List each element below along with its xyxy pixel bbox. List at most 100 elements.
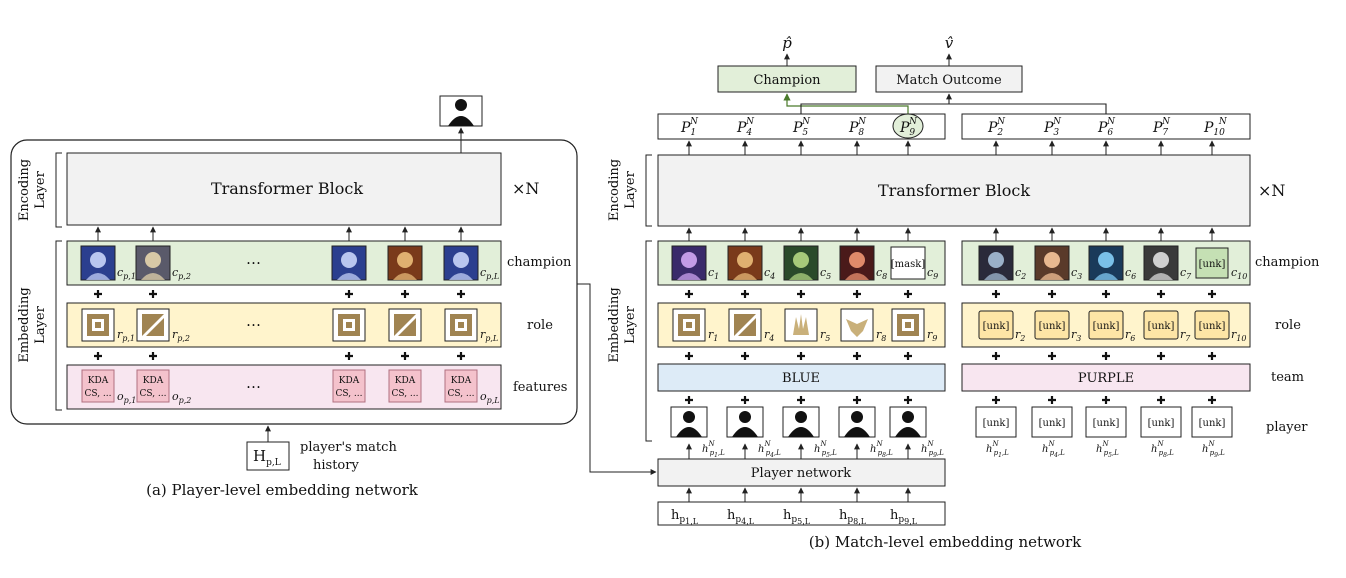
left-slot-1-plus-2 [149,352,157,360]
purple-slot-2-champion-label: c6 [1125,266,1136,281]
champion-output-label: Champion [753,73,821,88]
purple-slot-3-plus-2 [1157,352,1165,360]
purple-slot-0-champion-face [988,252,1004,268]
left-slot-4-champion-face [453,252,469,268]
blue-slot-2-role-label: r5 [820,328,830,343]
blue-slot-4-avatar-body [895,427,921,437]
blue-team-bar [657,363,946,392]
blue-slot-0-avatar-body [676,427,702,437]
right-times-n: ×N [1258,181,1285,200]
purple-slot-1-role-unk-box [1034,310,1070,340]
blue-slot-0-plus-2 [685,352,693,360]
purple-slot-3-champion-label: c7 [1180,266,1192,281]
left-encoding-label-line2: Layer [33,170,48,208]
left-slot-0-role-core [95,322,101,328]
left-encoding-layer-label: Encoding Layer [17,152,62,228]
blue-token-2: P5N [792,117,811,138]
left-slot-1-feature-label: op,2 [172,390,191,405]
right-transformer-label: Transformer Block [878,181,1030,200]
left-slot-2-feature-cs: CS, ... [335,389,362,399]
history-input-2: hp5,L [783,508,811,526]
blue-slot-1-role-upper [734,314,756,336]
blue-token-0: P1N [680,117,699,138]
left-slot-2-feature-box [332,369,366,403]
blue-slot-4-role-core [905,322,911,328]
left-slot-3-feature-box [388,369,422,403]
left-slot-3-plus-2 [401,352,409,360]
player-network-label: Player network [751,466,851,481]
left-slot-0-feature-kda: KDA [88,376,109,386]
right-encoding-label-line1: Encoding [607,159,622,221]
left-slot-2-champion-shoulders [337,273,361,280]
blue-slot-1-role-label: r4 [764,328,774,343]
purple-slot-1-plus-3 [1048,396,1056,404]
left-slot-3-champion-face [397,252,413,268]
purple-slot-1-champion-shoulders [1040,273,1064,280]
purple-slot-4-unk-box [1195,247,1229,279]
left-dots-role: … [246,312,261,330]
purple-slot-0-role-label: r2 [1015,328,1025,343]
left-slot-0-champion-label: cp,1 [117,266,136,281]
history-input-3: hp8,L [839,508,867,526]
blue-slot-0-avatar-head [683,411,695,423]
left-dots-champion: … [246,250,261,268]
left-slot-2-plus-2 [345,352,353,360]
purple-slot-0-plus-3 [992,396,1000,404]
left-slot-2-plus-1 [345,290,353,298]
outcome-output-label: Match Outcome [896,73,1002,88]
blue-slot-0-plus-3 [685,396,693,404]
history-input-4: hp9,L [890,508,918,526]
blue-slot-1-champion-face [737,252,753,268]
blue-slot-2-avatar-head [795,411,807,423]
history-description-line2: history [313,458,359,473]
left-slot-0-plus-2 [94,352,102,360]
purple-slot-4-unk-label: [unk] [1199,259,1226,270]
right-embedding-label-line2: Layer [623,305,638,343]
purple-slot-0-champion-label: c2 [1015,266,1026,281]
left-slot-1-plus-1 [149,290,157,298]
left-slot-2-feature-kda: KDA [339,376,360,386]
left-slot-3-champion-shoulders [393,273,417,280]
right-row-label-team: team [1271,370,1304,385]
blue-slot-4-champion-label: c9 [927,266,938,281]
blue-slot-3-avatar-head [851,411,863,423]
blue-slot-0-role-core [686,322,692,328]
blue-slot-1-plus-3 [741,396,749,404]
purple-slot-1-champion-face [1044,252,1060,268]
left-slot-3-plus-1 [401,290,409,298]
purple-slot-2-player-unk-label: [unk] [1093,418,1120,429]
purple-slot-1-champion-label: c3 [1071,266,1082,281]
right-encoding-layer-label: Encoding Layer [607,154,652,227]
purple-slot-0-champion-shoulders [984,273,1008,280]
blue-slot-3-role-label: r8 [876,328,886,343]
left-embedding-label-line2: Layer [33,305,48,343]
purple-token-0: P2N [987,117,1006,138]
left-slot-0-feature-cs: CS, ... [84,389,111,399]
blue-slot-4-plus-1 [904,290,912,298]
right-embedding-label-line1: Embedding [607,287,622,362]
left-slot-0-role-label: rp,1 [117,328,135,343]
blue-slot-1-plus-1 [741,290,749,298]
purple-slot-3-role-unk-box [1143,310,1179,340]
left-slot-0-feature-label: op,1 [117,390,136,405]
purple-slot-3-plus-1 [1157,290,1165,298]
purple-slot-0-player-unk-box [975,406,1017,438]
purple-token-2: P6N [1097,117,1116,138]
purple-slot-3-champion-shoulders [1149,273,1173,280]
blue-slot-2-plus-2 [797,352,805,360]
purple-slot-0-plus-2 [992,352,1000,360]
purple-slot-3-player-unk-box [1140,406,1182,438]
right-row-label-role: role [1275,318,1301,333]
blue-slot-3-champion-label: c8 [876,266,887,281]
